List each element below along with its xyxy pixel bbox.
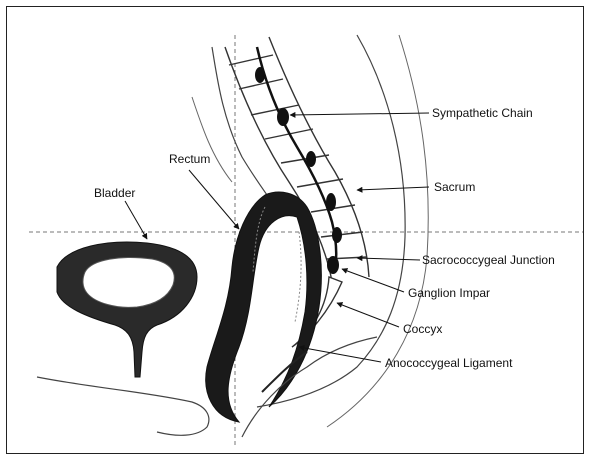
label-sacrococcygeal-junction: Sacrococcygeal Junction (357, 253, 555, 267)
label-sympathetic-chain: Sympathetic Chain (290, 106, 533, 120)
svg-text:Coccyx: Coccyx (403, 322, 442, 336)
svg-text:Sacrococcygeal Junction: Sacrococcygeal Junction (422, 253, 555, 267)
anterior-peritoneal-contour (212, 47, 275, 207)
sympathetic-chain-line (257, 47, 336, 269)
label-ganglion-impar: Ganglion Impar (342, 269, 490, 300)
label-bladder: Bladder (94, 186, 147, 239)
sympathetic-ganglion-2 (277, 108, 289, 126)
svg-text:Ganglion Impar: Ganglion Impar (408, 286, 490, 300)
label-rectum: Rectum (169, 152, 239, 229)
svg-text:Bladder: Bladder (94, 186, 135, 200)
sympathetic-ganglion-4 (326, 193, 336, 211)
label-sacrum: Sacrum (357, 180, 475, 194)
pelvic-anatomy-diagram: Sympathetic Chain Rectum Sacrum Bladder … (7, 7, 583, 453)
sympathetic-ganglion-3 (306, 151, 316, 167)
svg-text:Rectum: Rectum (169, 152, 210, 166)
ganglion-impar-shape (327, 256, 339, 274)
rectum-shape (206, 192, 322, 422)
svg-text:Sacrum: Sacrum (434, 180, 475, 194)
label-coccyx: Coccyx (337, 303, 442, 336)
svg-text:Anococcygeal Ligament: Anococcygeal Ligament (385, 356, 513, 370)
sympathetic-ganglion-5 (332, 227, 342, 243)
diagram-frame: Sympathetic Chain Rectum Sacrum Bladder … (6, 6, 584, 454)
label-anococcygeal-ligament: Anococcygeal Ligament (299, 347, 513, 370)
sympathetic-ganglion-1 (255, 67, 265, 83)
perineum-contour (37, 377, 209, 435)
bladder-shape (57, 242, 197, 377)
gluteal-contour (242, 337, 377, 437)
abdominal-wall-contour (192, 97, 232, 182)
svg-text:Sympathetic Chain: Sympathetic Chain (432, 106, 533, 120)
